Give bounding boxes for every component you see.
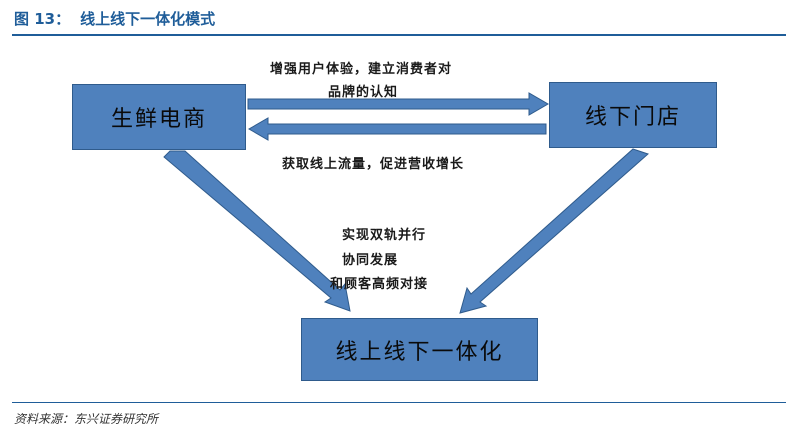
node-online-offline-integration: 线上线下一体化 [301, 318, 538, 381]
node-offline-store: 线下门店 [549, 82, 717, 148]
node-fresh-ecommerce: 生鲜电商 [72, 84, 246, 150]
arrow-online-to-integration [163, 150, 351, 312]
title-divider [12, 34, 786, 36]
figure-title: 图 13： 线上线下一体化模式 [14, 8, 215, 29]
convergence-label-3: 和顾客高频对接 [330, 277, 429, 292]
source-divider [12, 402, 786, 403]
edge-label-online-to-offline-1: 增强用户体验，建立消费者对 [270, 62, 453, 77]
arrow-offline-to-online [248, 117, 547, 141]
arrow-online-to-offline [247, 92, 549, 116]
convergence-label-2: 协同发展 [342, 253, 399, 268]
figure-number: 图 13： [14, 10, 71, 28]
edge-label-offline-to-online: 获取线上流量，促进营收增长 [282, 157, 465, 172]
convergence-label-1: 实现双轨并行 [342, 228, 427, 243]
figure-title-text: 线上线下一体化模式 [80, 10, 216, 28]
edge-label-online-to-offline-2: 品牌的认知 [328, 85, 399, 100]
arrow-offline-to-integration [459, 148, 649, 314]
source-note: 资料来源：东兴证券研究所 [14, 412, 159, 426]
